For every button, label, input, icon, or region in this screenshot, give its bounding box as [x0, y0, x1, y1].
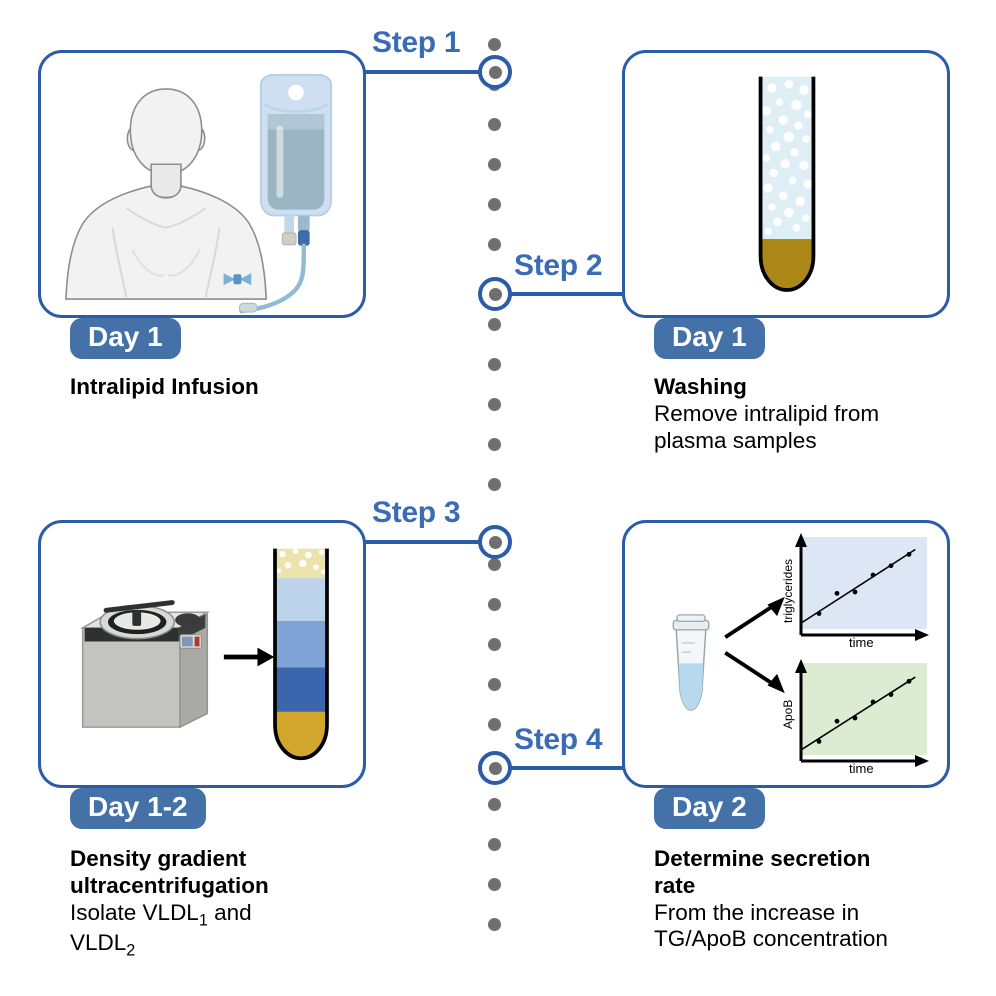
microcentrifuge-tube-icon	[672, 614, 710, 711]
caption-step-3-title-line2: ultracentrifugation	[70, 872, 269, 898]
timeline-dot	[488, 318, 501, 331]
timeline-dot	[488, 398, 501, 411]
timeline-dot	[488, 918, 501, 931]
panel-step-2	[622, 50, 950, 318]
caption-step-3-vldl1-sub: 1	[198, 911, 208, 930]
timeline-dot	[488, 158, 501, 171]
chart-data-point	[870, 699, 876, 705]
chart-data-point	[852, 715, 858, 721]
timeline-dot	[488, 638, 501, 651]
chart-data-point	[888, 692, 894, 697]
caption-step-4-line4: TG/ApoB concentration	[654, 926, 888, 952]
caption-step-3-title-line1: Density gradient	[70, 846, 247, 871]
timeline-dot	[488, 558, 501, 571]
chart-trendline	[800, 676, 916, 751]
iv-bag-icon	[238, 73, 333, 314]
timeline-track	[488, 38, 502, 958]
timeline-dot	[488, 798, 501, 811]
timeline-dot	[488, 878, 501, 891]
caption-step-4: Determine secretion rate From the increa…	[654, 846, 994, 953]
caption-step-4-title-line1: Determine secretion	[654, 846, 871, 871]
chart-triglycerides-xlabel: time	[849, 635, 874, 650]
connector-step-2	[495, 292, 625, 296]
caption-step-3-vldl1-text: Isolate VLDL	[70, 899, 199, 925]
caption-step-4-title-line2: rate	[654, 872, 696, 898]
caption-step-1-title: Intralipid Infusion	[70, 374, 259, 399]
step-label-3: Step 3	[372, 496, 461, 529]
chart-data-point	[834, 718, 840, 724]
connector-step-1	[360, 70, 495, 74]
arrow-up-right-icon	[724, 596, 785, 639]
timeline-node-step-3[interactable]	[478, 525, 512, 559]
day-badge-step-2: Day 1	[654, 318, 765, 360]
connector-step-4	[495, 766, 625, 770]
timeline-dot	[488, 598, 501, 611]
chart-trendline	[800, 548, 916, 624]
timeline-dot	[488, 478, 501, 491]
caption-step-3-vldl2-sub: 2	[126, 941, 136, 960]
chart-triglycerides: time triglycerides	[765, 531, 941, 655]
patient-torso-icon	[65, 88, 267, 300]
chart-data-point	[816, 739, 822, 744]
panel-step-3	[38, 520, 366, 788]
timeline-dot	[488, 358, 501, 371]
caption-step-4-line3: From the increase in	[654, 899, 860, 925]
timeline-node-step-1[interactable]	[478, 55, 512, 89]
chart-data-point	[834, 590, 840, 596]
chart-data-point	[852, 589, 858, 595]
chart-data-point	[816, 611, 822, 616]
chart-data-point	[888, 563, 894, 569]
caption-step-3-line4: VLDL2	[70, 930, 410, 961]
caption-step-2-line3: plasma samples	[654, 427, 817, 453]
ultracentrifuge-icon	[79, 600, 211, 729]
chart-data-point	[906, 678, 912, 684]
timeline-dot	[488, 118, 501, 131]
timeline-dot	[488, 718, 501, 731]
caption-step-3: Density gradient ultracentrifugation Iso…	[70, 846, 410, 961]
caption-step-3-vldl2-text: VLDL	[70, 930, 127, 956]
chart-data-point	[870, 572, 876, 578]
timeline-dot	[488, 838, 501, 851]
step-label-2: Step 2	[514, 249, 603, 282]
test-tube-icon	[758, 76, 816, 292]
timeline-node-step-2[interactable]	[478, 277, 512, 311]
day-badge-step-3: Day 1-2	[70, 788, 206, 830]
step-label-4: Step 4	[514, 723, 603, 756]
arrow-down-right-icon	[724, 651, 785, 694]
chart-apob-xlabel: time	[849, 761, 874, 776]
timeline-dot	[488, 198, 501, 211]
timeline-dot	[488, 438, 501, 451]
caption-step-1: Intralipid Infusion	[70, 374, 400, 401]
iv-catheter-icon	[223, 273, 252, 286]
chart-triglycerides-ylabel: triglycerides	[781, 558, 795, 623]
arrow-right-icon	[223, 647, 275, 667]
panel-step-4: time triglycerides time ApoB	[622, 520, 950, 788]
timeline-dot	[488, 238, 501, 251]
step-label-1: Step 1	[372, 26, 461, 59]
chart-apob: time ApoB	[765, 657, 941, 781]
day-badge-step-4: Day 2	[654, 788, 765, 830]
timeline-node-step-4[interactable]	[478, 751, 512, 785]
panel-step-1	[38, 50, 366, 318]
timeline-dot	[488, 678, 501, 691]
caption-step-2-line2: Remove intralipid from	[654, 400, 880, 426]
chart-data-point	[906, 551, 912, 557]
density-gradient-tube-icon	[273, 548, 329, 761]
chart-apob-ylabel: ApoB	[781, 699, 795, 729]
timeline-dot	[488, 38, 501, 51]
connector-step-3	[360, 540, 495, 544]
day-badge-step-1: Day 1	[70, 318, 181, 360]
caption-step-3-and-text: and	[207, 899, 252, 925]
caption-step-3-line3: Isolate VLDL1 and	[70, 900, 410, 931]
caption-step-2: Washing Remove intralipid from plasma sa…	[654, 374, 984, 454]
caption-step-2-title: Washing	[654, 374, 747, 399]
